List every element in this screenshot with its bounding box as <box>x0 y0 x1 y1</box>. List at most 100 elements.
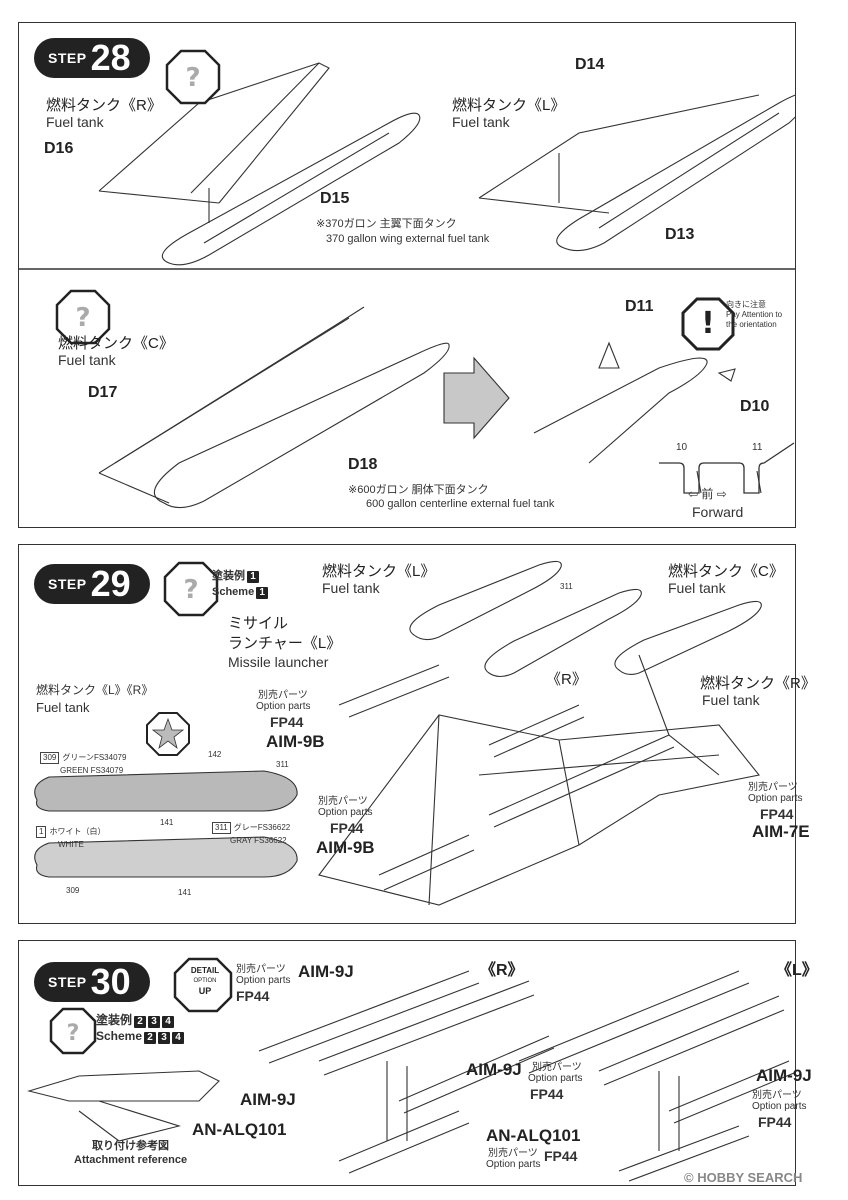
callout-311-b: 311 <box>560 582 573 591</box>
fuel-tank-c-en: Fuel tank <box>58 352 116 368</box>
decal-141-b: 141 <box>178 888 192 897</box>
step30-scheme-jp: 塗装例 <box>96 1013 133 1027</box>
step30-r-mark: 《R》 <box>480 962 524 979</box>
slot-11: 11 <box>752 442 763 453</box>
attention-en-2: the orientation <box>726 320 777 329</box>
step-word: STEP <box>48 576 87 592</box>
green-en: GREEN FS34079 <box>60 766 124 775</box>
scheme-3: 3 <box>148 1016 161 1028</box>
step-28-panel: ! ? ? <box>18 22 796 528</box>
step30-opt-jp-3: 別売パーツ <box>752 1090 802 1101</box>
aim9b-1: AIM-9B <box>266 732 325 751</box>
step30-opt-jp-2: 別売パーツ <box>532 1062 582 1073</box>
attach-jp: 取り付け参考図 <box>92 1140 169 1152</box>
launcher-jp-1: ミサイル <box>228 615 289 632</box>
step30-fp44-3: FP44 <box>758 1114 792 1130</box>
launcher-en: Missile launcher <box>228 654 329 670</box>
step30-fp44-4: FP44 <box>544 1148 578 1164</box>
attention-en-1: Pay Attention to <box>726 310 783 319</box>
fp44-3: FP44 <box>760 806 794 822</box>
green-num: 309 <box>40 752 60 764</box>
step29-fuel-l-jp: 燃料タンク《L》 <box>322 563 436 580</box>
step29-fuel-l-en: Fuel tank <box>322 580 380 596</box>
scheme-num-badge: 1 <box>247 571 259 583</box>
svg-text:!: ! <box>701 306 715 341</box>
fuel-tank-c-jp: 燃料タンク《C》 <box>58 335 174 352</box>
alq-1: AN-ALQ101 <box>192 1120 287 1139</box>
forward-en: Forward <box>692 504 744 520</box>
step-29-drawing: ? <box>34 560 762 906</box>
part-d10: D10 <box>740 398 770 415</box>
part-d17: D17 <box>88 384 118 401</box>
step-30-drawing: ? <box>26 957 795 1182</box>
part-d15: D15 <box>320 190 350 207</box>
fp44-1: FP44 <box>270 714 304 730</box>
callout-309: 309 <box>66 886 80 895</box>
center-tank-note-jp: ※600ガロン 胴体下面タンク <box>348 484 489 496</box>
opt-en-1: Option parts <box>256 701 311 712</box>
step30-opt-en-3: Option parts <box>752 1101 807 1112</box>
aim7e: AIM-7E <box>752 822 810 841</box>
fp44-2: FP44 <box>330 820 364 836</box>
fuel-tank-r-en: Fuel tank <box>46 114 104 130</box>
step30-scheme-en: Scheme <box>96 1029 143 1043</box>
scheme-en: Scheme <box>212 586 255 598</box>
attach-en: Attachment reference <box>74 1154 188 1166</box>
step-number: 30 <box>90 961 131 1002</box>
scheme-en-4: 4 <box>172 1032 185 1044</box>
gray-jp: グレーFS36622 <box>233 823 291 832</box>
step30-opt-en-4: Option parts <box>486 1159 541 1170</box>
fuel-tank-l-en: Fuel tank <box>452 114 510 130</box>
opt-jp-1: 別売パーツ <box>258 690 308 701</box>
step-word: STEP <box>48 974 87 990</box>
step30-fp44-2: FP44 <box>530 1086 564 1102</box>
step30-fp44-1: FP44 <box>236 988 270 1004</box>
step-29-panel: ? <box>18 544 796 924</box>
part-d16: D16 <box>44 140 74 157</box>
step30-opt-jp-4: 別売パーツ <box>488 1148 538 1159</box>
decal-142: 142 <box>208 750 222 759</box>
scheme-en-3: 3 <box>158 1032 171 1044</box>
detail-word: DETAIL <box>190 966 220 975</box>
step29-fuel-c-jp: 燃料タンク《C》 <box>668 563 784 580</box>
opt-en-2: Option parts <box>318 807 373 818</box>
step-28-badge: STEP 28 <box>34 38 150 78</box>
scheme-num-badge-en: 1 <box>256 587 269 599</box>
opt-jp-2: 別売パーツ <box>318 796 368 807</box>
step-29-badge: STEP 29 <box>34 564 150 604</box>
step30-opt-en-2: Option parts <box>528 1073 583 1084</box>
watermark: © HOBBY SEARCH <box>684 1170 803 1185</box>
step-number: 29 <box>90 563 131 604</box>
callout-311-a: 311 <box>276 760 289 769</box>
attention-jp: 向きに注意 <box>726 300 766 309</box>
part-d13: D13 <box>665 226 695 243</box>
part-d18: D18 <box>348 456 378 473</box>
svg-text:?: ? <box>67 1021 80 1046</box>
forward-jp: ⇦ 前 ⇨ <box>688 487 727 501</box>
tank-lr-en: Fuel tank <box>36 700 90 715</box>
option-word: OPTION <box>193 978 217 984</box>
step30-l-mark: 《L》 <box>776 962 818 979</box>
aim9j-2: AIM-9J <box>466 1060 522 1079</box>
aim9b-2: AIM-9B <box>316 838 375 857</box>
tank-lr-jp: 燃料タンク《L》《R》 <box>36 683 154 697</box>
center-tank-note-en: 600 gallon centerline external fuel tank <box>366 498 555 510</box>
svg-text:?: ? <box>185 63 200 93</box>
slot-10: 10 <box>676 442 688 453</box>
wing-tank-note-jp: ※370ガロン 主翼下面タンク <box>316 218 457 230</box>
scheme-en-2: 2 <box>144 1032 157 1044</box>
decal-141-a: 141 <box>160 818 174 827</box>
up-word: UP <box>198 986 212 996</box>
detail-up-icon: DETAIL OPTION UP <box>184 966 226 996</box>
white-num: 1 <box>36 826 47 838</box>
wing-tank-note-en: 370 gallon wing external fuel tank <box>326 233 490 245</box>
scheme-4: 4 <box>162 1016 175 1028</box>
aim9j-3: AIM-9J <box>756 1066 812 1085</box>
gray-num: 311 <box>212 822 231 834</box>
